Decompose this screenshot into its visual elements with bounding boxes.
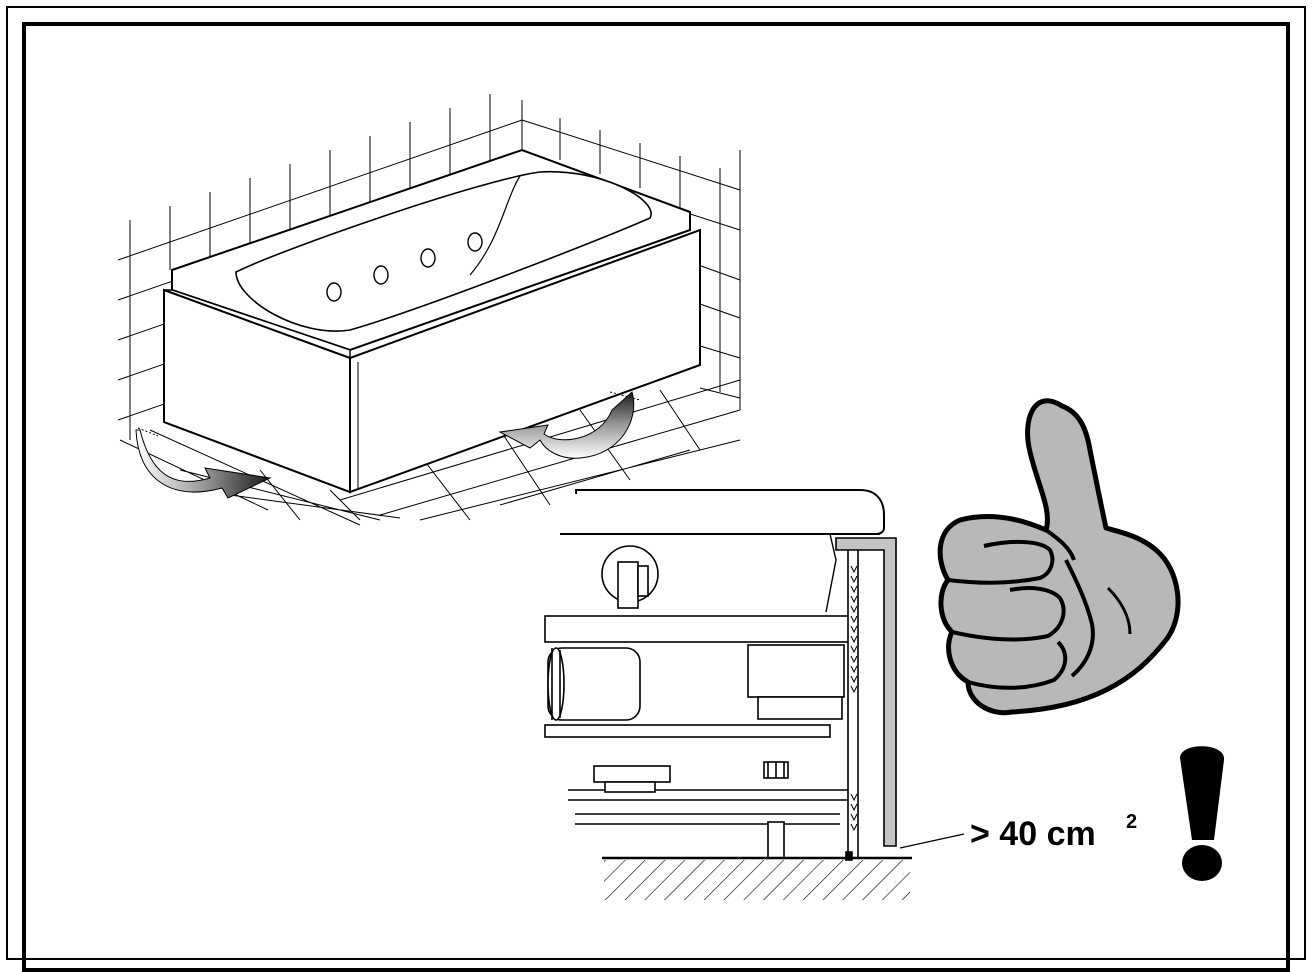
exclamation-icon (1180, 746, 1225, 881)
jet-3 (420, 248, 436, 268)
adjustable-foot (767, 821, 785, 859)
ventilation-area-label: > 40 cm (970, 815, 1096, 853)
ventilation-area-superscript: 2 (1126, 811, 1137, 833)
panel-bracket (835, 537, 897, 847)
jet-4 (467, 232, 483, 252)
airflow-arrow-left (135, 427, 272, 499)
frame-rail-middle (544, 724, 831, 738)
frame-rail-top (544, 615, 854, 643)
pump-assembly-section (544, 489, 965, 900)
tub-basin (235, 170, 652, 332)
thumbs-up-icon (937, 398, 1181, 716)
panel-vents (850, 565, 858, 832)
bathtub-drawing (117, 94, 741, 526)
page-frame (6, 6, 1306, 960)
floor-hatch (604, 860, 910, 900)
jet-2 (373, 265, 389, 285)
jet-1 (326, 282, 342, 302)
airflow-arrow-right (498, 391, 641, 459)
